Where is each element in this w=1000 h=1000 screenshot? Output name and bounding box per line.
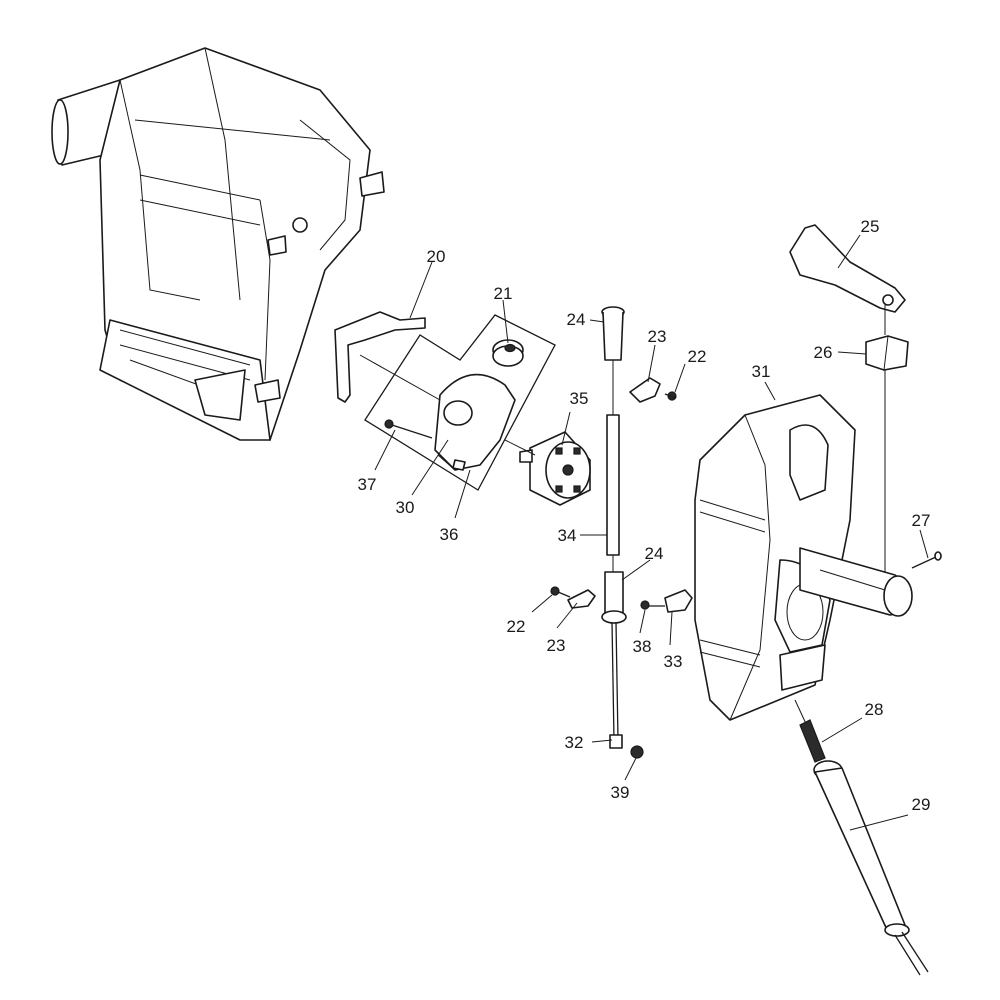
part-27-pin	[911, 551, 942, 569]
part-24-lower-sleeve	[601, 571, 627, 624]
label-22-upper: 22	[688, 347, 707, 366]
part-22-lower-screw	[550, 586, 571, 598]
part-35-rotor	[519, 431, 591, 506]
bracket-box-36	[364, 314, 556, 491]
label-23-upper: 23	[648, 327, 667, 346]
part-26-block	[865, 335, 909, 580]
label-25: 25	[861, 217, 880, 236]
label-24-upper: 24	[567, 310, 586, 329]
label-23-lower: 23	[547, 636, 566, 655]
label-32: 32	[565, 733, 584, 752]
part-37-screw	[384, 419, 433, 439]
part-25-lever	[789, 224, 906, 335]
part-21-knob	[492, 339, 524, 367]
label-26: 26	[814, 343, 833, 362]
part-24-upper-sleeve	[601, 306, 625, 361]
label-20: 20	[427, 247, 446, 266]
part-30-cap	[434, 373, 516, 471]
label-21: 21	[494, 284, 513, 303]
label-29: 29	[912, 795, 931, 814]
part-33-bracket	[664, 589, 693, 613]
label-30: 30	[396, 498, 415, 517]
label-22-lower: 22	[507, 617, 526, 636]
part-34-shaft	[606, 414, 620, 556]
housing-cover	[51, 47, 385, 441]
part-28-tip	[799, 719, 826, 763]
label-34: 34	[558, 526, 577, 545]
part-38-screw	[640, 600, 665, 610]
leader-lines	[374, 234, 929, 831]
callout-labels: 20 21 24 23 22 25 26 31 35 37 30 36 34 2…	[358, 217, 931, 814]
part-23-upper-bracket	[629, 377, 661, 403]
part-22-upper-screw	[664, 391, 677, 401]
label-36: 36	[440, 525, 459, 544]
part-39-nut	[630, 745, 644, 759]
label-38: 38	[633, 637, 652, 656]
part-29-grip	[813, 760, 929, 976]
label-28: 28	[865, 700, 884, 719]
part-20-clip	[334, 311, 426, 403]
label-31: 31	[752, 362, 771, 381]
label-35: 35	[570, 389, 589, 408]
label-39: 39	[611, 783, 630, 802]
label-37: 37	[358, 475, 377, 494]
part-32-rod	[609, 621, 623, 749]
part-31-handle-body	[694, 394, 913, 721]
part-23-lower-bracket	[567, 589, 596, 609]
label-33: 33	[664, 652, 683, 671]
label-24-lower: 24	[645, 544, 664, 563]
label-27: 27	[912, 511, 931, 530]
